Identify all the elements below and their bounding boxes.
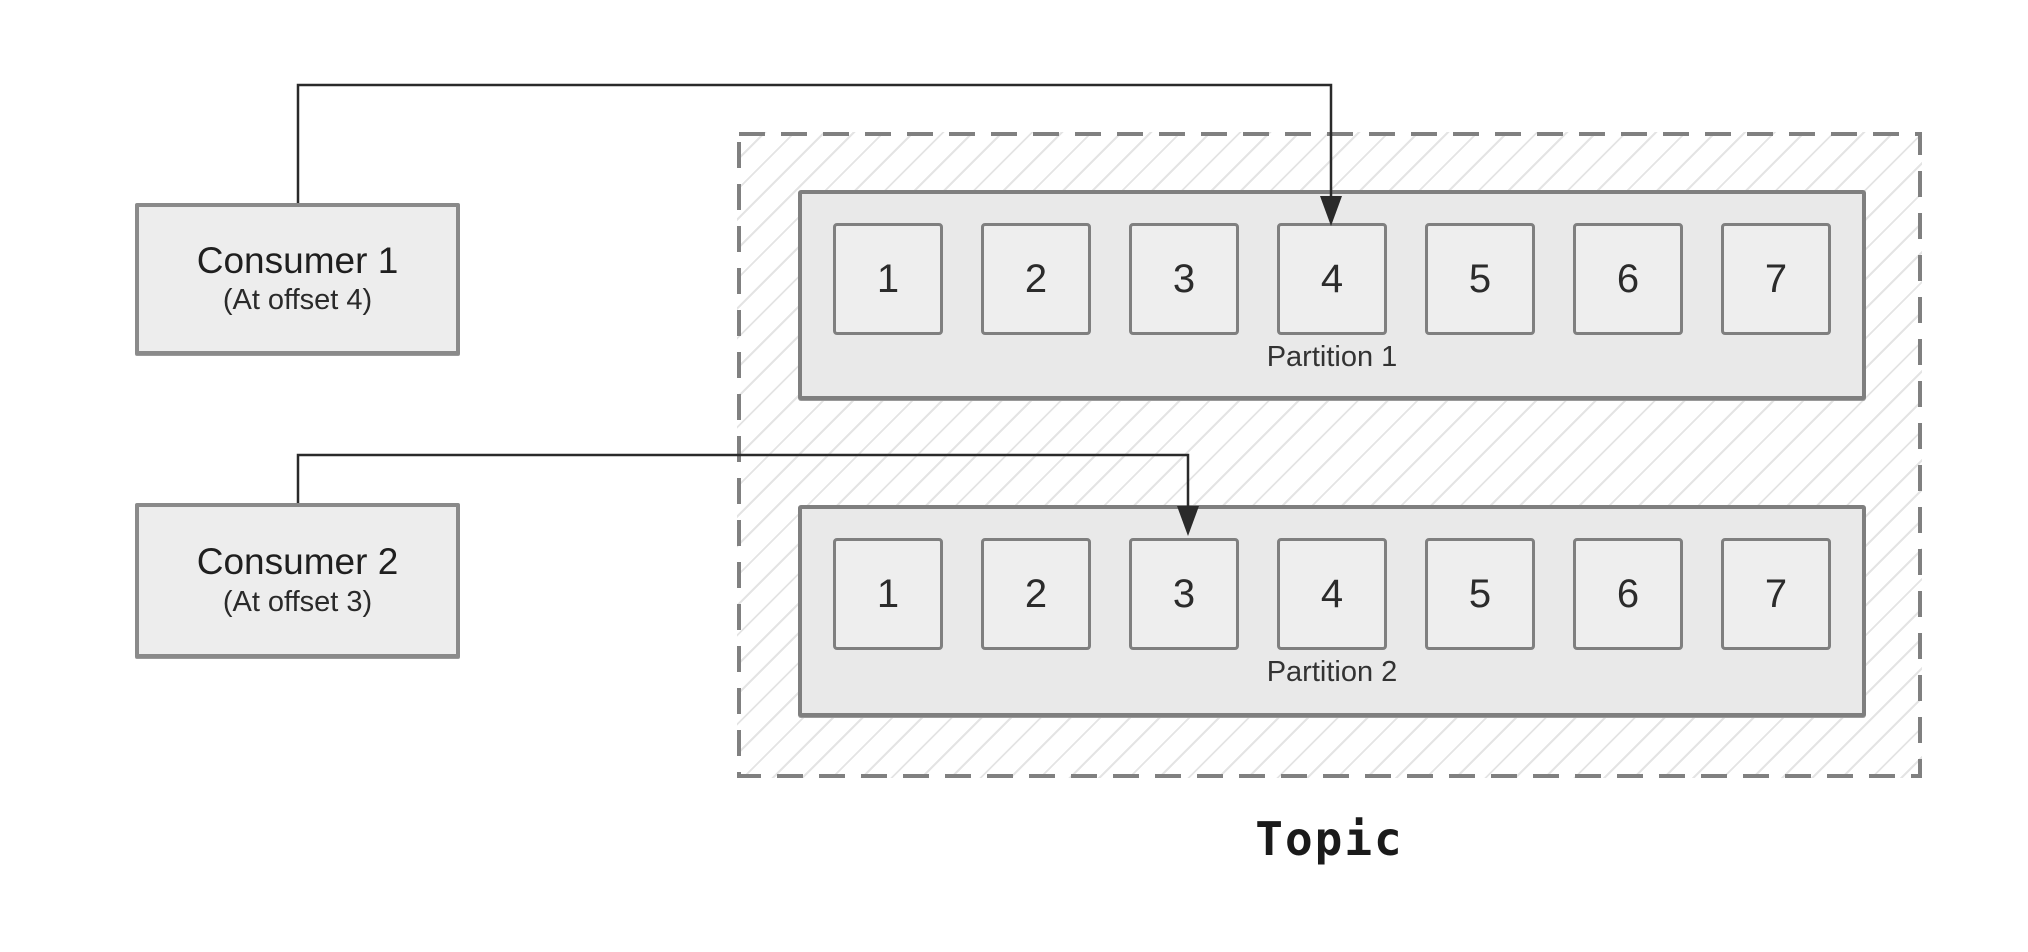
partition-1-cell-4: 4 — [1277, 223, 1387, 335]
partition-1-cell-3: 3 — [1129, 223, 1239, 335]
partition-2-label: Partition 2 — [1266, 656, 1398, 688]
partition-2-cell-7: 7 — [1721, 538, 1831, 650]
partition-2-cell-2: 2 — [981, 538, 1091, 650]
partition-2: 1 2 3 4 5 6 7 Partition 2 — [798, 505, 1866, 717]
partition-1-cell-2: 2 — [981, 223, 1091, 335]
partition-1-label: Partition 1 — [1266, 341, 1398, 373]
partition-2-cell-5: 5 — [1425, 538, 1535, 650]
partition-1-cell-5: 5 — [1425, 223, 1535, 335]
partition-2-cells: 1 2 3 4 5 6 7 — [802, 538, 1862, 650]
partition-2-cell-3: 3 — [1129, 538, 1239, 650]
partition-2-cell-6: 6 — [1573, 538, 1683, 650]
consumer-2-offset: (At offset 3) — [222, 585, 373, 618]
consumer-2-name: Consumer 2 — [196, 541, 399, 583]
topic-label: Topic — [1255, 812, 1404, 866]
partition-2-cell-4: 4 — [1277, 538, 1387, 650]
partition-2-cell-1: 1 — [833, 538, 943, 650]
consumer-1-name: Consumer 1 — [196, 239, 399, 281]
partition-1-cell-1: 1 — [833, 223, 943, 335]
partition-1-cell-7: 7 — [1721, 223, 1831, 335]
partition-1: 1 2 3 4 5 6 7 Partition 1 — [798, 190, 1866, 400]
partition-1-cells: 1 2 3 4 5 6 7 — [802, 223, 1862, 335]
consumer-1-box: Consumer 1 (At offset 4) — [135, 203, 460, 355]
consumer-1-offset: (At offset 4) — [222, 284, 373, 317]
partition-1-cell-6: 6 — [1573, 223, 1683, 335]
consumer-2-box: Consumer 2 (At offset 3) — [135, 503, 460, 658]
